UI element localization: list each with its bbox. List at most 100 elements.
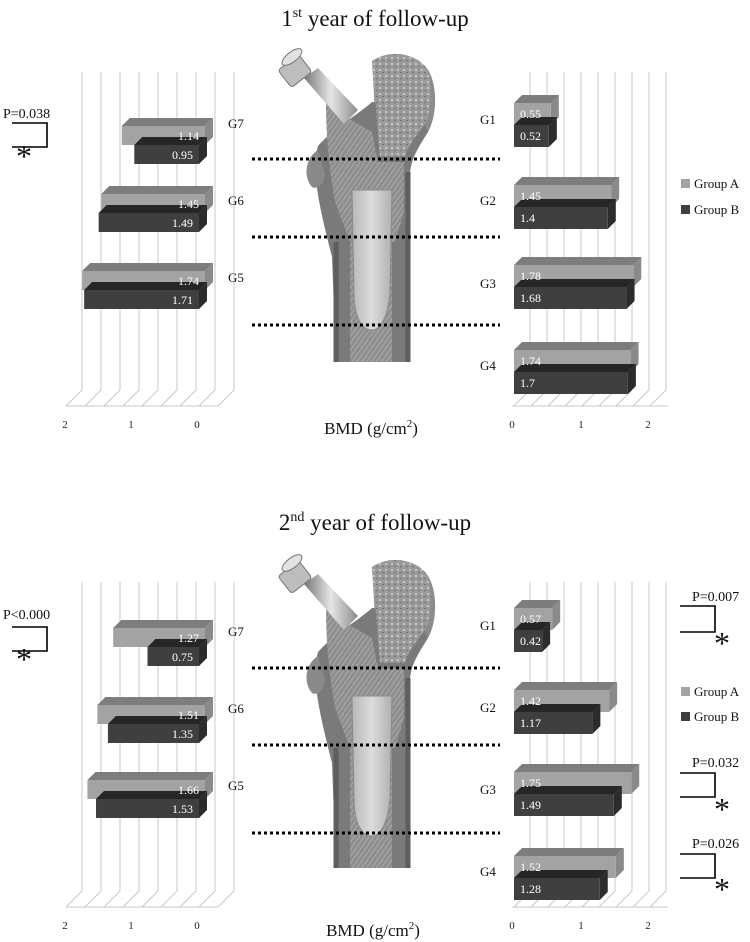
data-label-group-b-G3: 1.68 [520,291,541,305]
annotation-p2-g4: P=0.026 * [680,837,739,907]
significance-bracket [680,853,716,879]
zone-label-G2: G2 [480,700,496,715]
bar-group-b-G1 [514,125,549,147]
bar-group-b-G7-top [134,137,207,145]
zone-label-G6: G6 [228,701,244,716]
floor-line [84,389,102,407]
significance-bracket [12,122,48,148]
floor-line [649,389,667,407]
annotation-p2-g3: P=0.032 * [680,756,739,827]
femur-prosthesis-illustration-2 [278,552,435,868]
annotation-p2-g7: P<0.000 * [3,608,50,677]
bar-group-b-G4-top [514,870,608,878]
bmd-axis-label-2: BMD (g/cm2) [326,920,420,940]
data-label-group-a-G5: 1.74 [178,274,199,288]
zone-label-G4: G4 [480,864,496,879]
significance-star: * [714,871,730,907]
data-label-group-a-G3: 1.78 [520,269,541,283]
bar-group-a-G1-top [514,95,559,103]
bar-group-b-G4-top [514,364,636,372]
bar-group-b-G2-top [514,199,616,207]
bar-group-b-G4-side [627,364,636,394]
legend-swatch-group-b [681,712,690,721]
bar-group-a-G7-top [113,620,213,628]
bar-group-b-G1-side [548,117,557,147]
data-label-group-a-G3: 1.75 [520,776,541,790]
annotation-p1-g7: P=0.038 * [3,107,50,174]
bar-group-b-G6-side [199,716,207,743]
bar-group-b-G2-side [607,199,616,229]
bar-group-b-G7 [147,647,199,666]
bar-group-a-G6-top [101,186,213,194]
bar-group-a-G2-top [514,682,618,690]
floor-line [103,389,121,407]
axis-tick-label: 0 [509,419,515,431]
bar-group-b-G2-top [514,704,601,712]
bar-group-b-G5 [84,290,199,309]
bar-group-a-G4-top [514,342,639,350]
bar-group-a-G3-side [631,764,640,794]
data-label-group-b-G7: 0.95 [172,148,193,162]
bar-group-b-G3-side [613,786,622,816]
axis-tick-label: 0 [194,419,200,431]
annotation-p2-g1: P=0.007 * [680,590,739,661]
axis-tick-label: 1 [128,419,134,431]
bar-group-b-G5 [96,799,199,818]
floor-line [632,890,650,908]
zone-label-G5: G5 [228,778,244,793]
significance-star: * [714,625,730,661]
floor-line [598,890,616,908]
bar-group-b-G7 [134,145,199,164]
axis-tick-label: 2 [645,920,651,932]
bar-group-a-G5-top [82,263,213,271]
bmd-axis-label-1: BMD (g/cm2) [324,418,418,438]
data-label-group-a-G2: 1.42 [520,694,541,708]
floor-line [217,389,235,407]
floor-line [65,389,83,407]
bar-group-a-G3-top [514,764,640,772]
axis-tick-label: 2 [645,419,651,431]
data-label-group-b-G5: 1.71 [172,293,193,307]
bar-group-b-G1 [514,630,543,652]
bar-group-b-G5-side [199,791,207,818]
bar-group-b-G3-side [626,279,635,309]
p-value-label: P=0.007 [692,590,739,605]
bar-group-b-G2 [514,207,608,229]
floor-line [217,890,235,908]
femur-prosthesis-illustration-1 [278,46,435,362]
bar-group-b-G3 [514,794,614,816]
significance-bracket [680,772,716,798]
significance-bracket [12,626,48,652]
bar-group-b-G4-side [599,870,608,900]
bar-group-b-G6 [98,213,199,232]
panel-2-title: 2nd year of follow-up [279,510,471,535]
zone-label-G1: G1 [480,112,496,127]
zone-label-G7: G7 [228,624,244,639]
bar-group-a-G1-side [552,600,561,630]
data-label-group-b-G2: 1.4 [520,211,535,225]
bar-group-a-G4-top [514,848,624,856]
bar-group-b-G7-side [199,639,207,666]
significance-bracket [680,605,716,633]
zone-label-G5: G5 [228,270,244,285]
axis-tick-label: 0 [194,920,200,932]
legend-label-group-a: Group A [694,684,740,699]
floor-line [179,389,197,407]
panel-1-title: 1st year of follow-up [281,6,469,31]
bar-group-b-G6-top [107,716,207,724]
zone-label-G1: G1 [480,618,496,633]
axis-tick-label: 1 [128,920,134,932]
zone-label-G7: G7 [228,116,244,131]
bar-group-b-G2-side [592,704,601,734]
legend-swatch-group-a [681,687,690,696]
p-value-label: P=0.038 [3,107,50,122]
legend-swatch-group-a [681,179,690,188]
floor-line [141,890,159,908]
legend-label-group-a: Group A [694,176,740,191]
bar-group-a-G5-top [87,772,213,780]
data-label-group-b-G4: 1.7 [520,376,535,390]
